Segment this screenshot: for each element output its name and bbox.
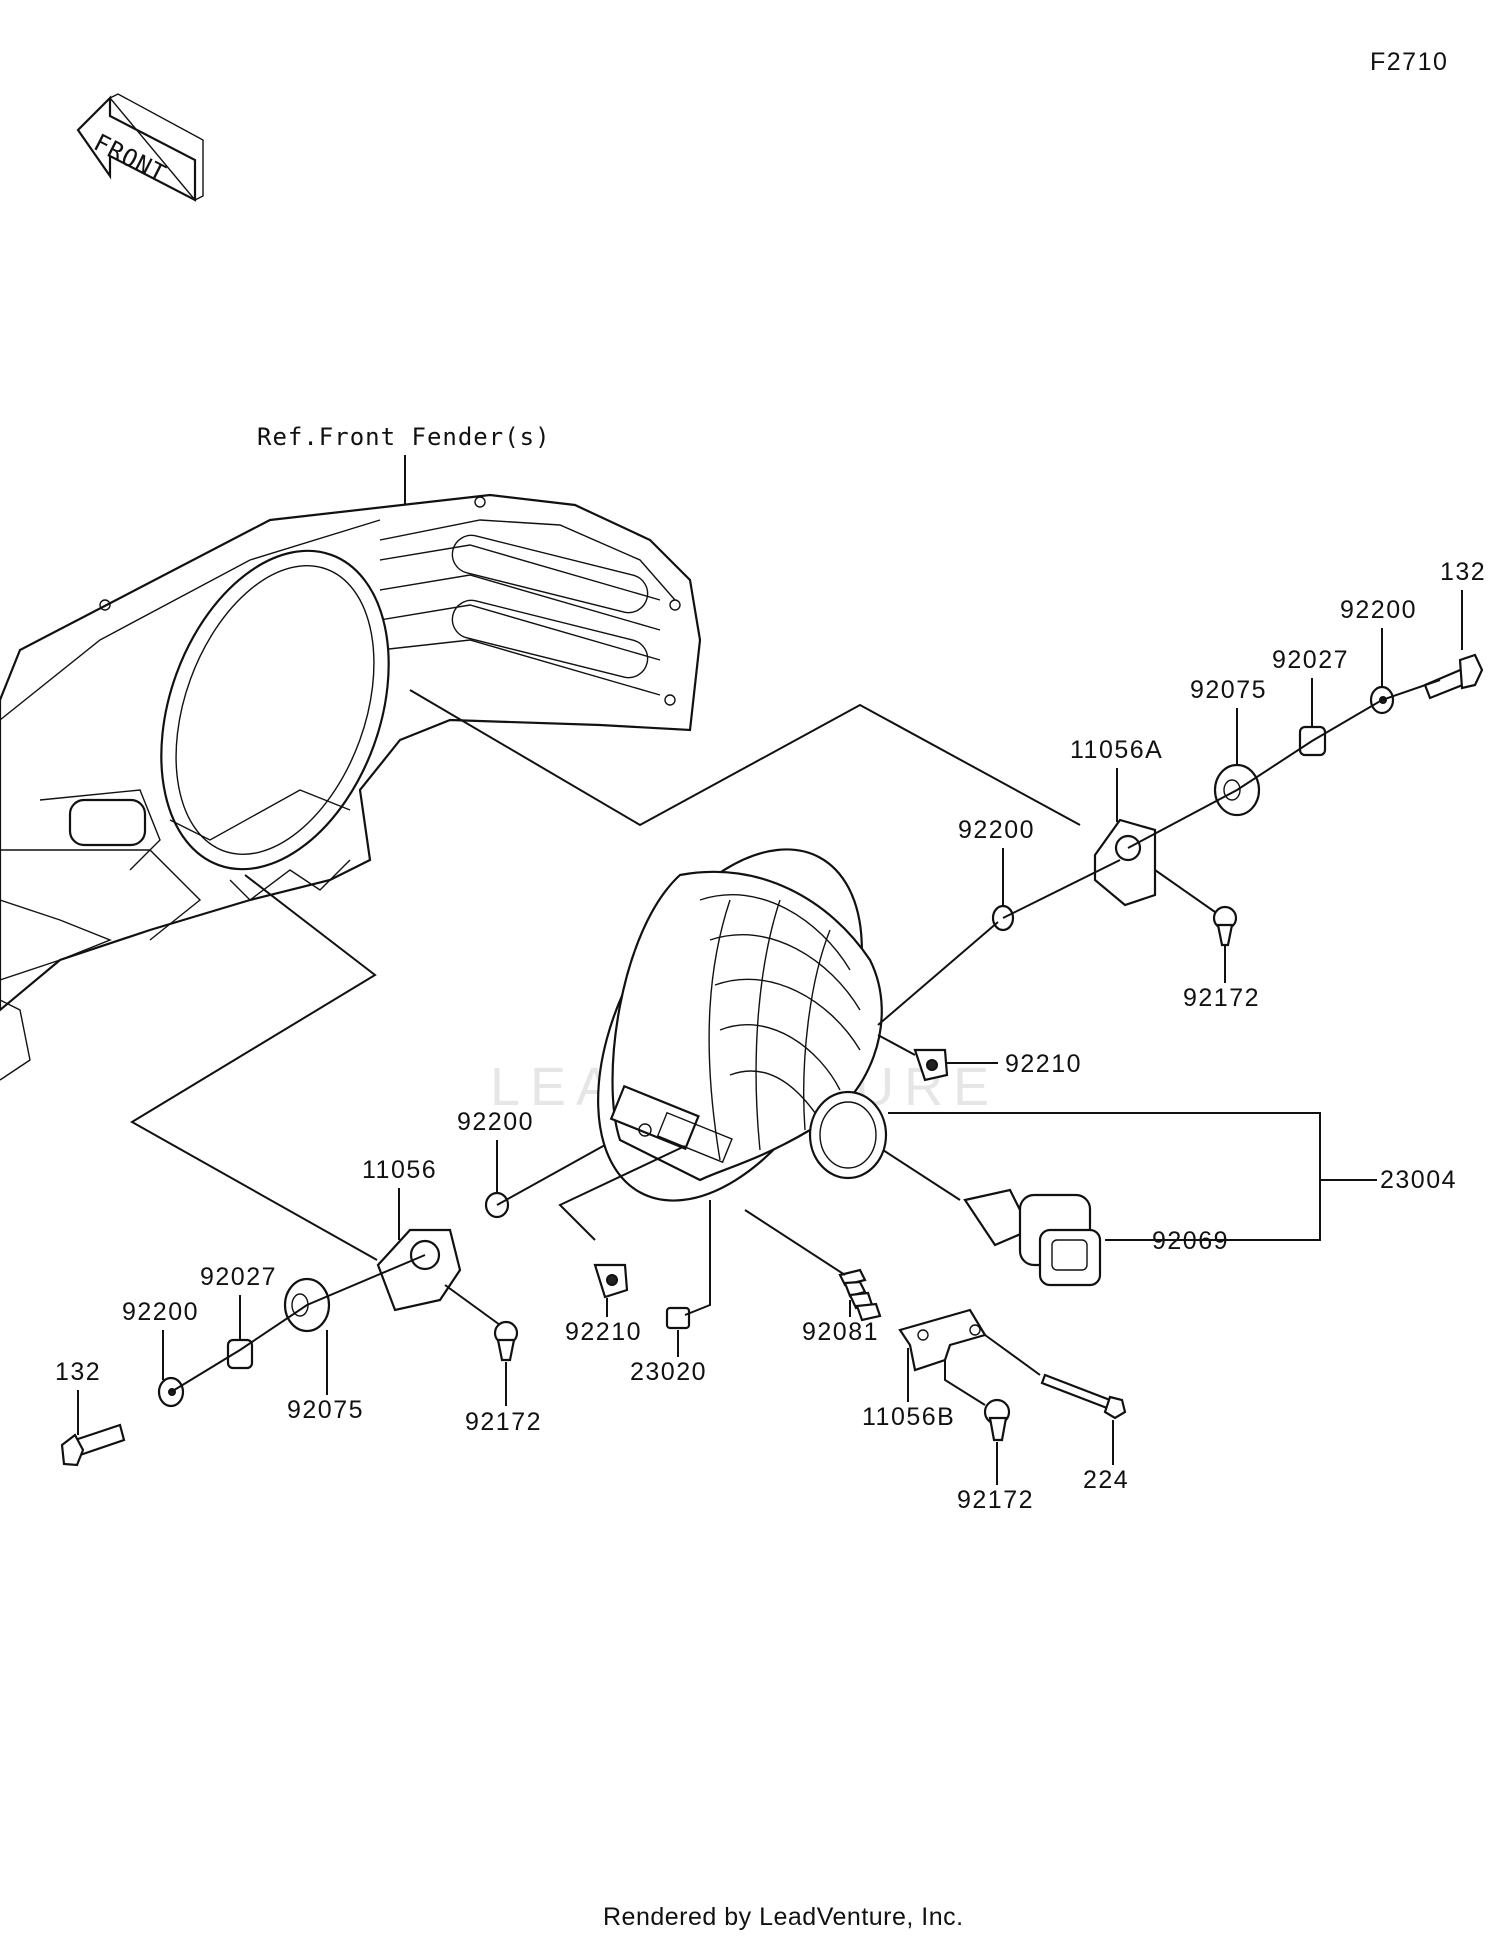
part-label-11056A: 11056A [1070,736,1163,764]
part-label-92075-right: 92075 [1190,676,1267,704]
front-fender-housing [0,493,702,1081]
part-label-92172-left: 92172 [465,1408,542,1436]
left-mount-hardware [60,1144,711,1467]
front-arrow-icon: FRONT [76,93,204,202]
part-label-92172-right: 92172 [1183,984,1260,1012]
bottom-mount-hardware [744,1209,1127,1442]
part-label-92069: 92069 [1152,1227,1229,1255]
part-label-92081: 92081 [802,1318,879,1346]
part-label-92075-left: 92075 [287,1396,364,1424]
part-label-92200-left-outer: 92200 [122,1298,199,1326]
right-mount-hardware [877,653,1484,1082]
assembly-leader-lower [130,874,378,1261]
part-label-23020: 23020 [630,1358,707,1386]
part-label-92210-right: 92210 [1005,1050,1082,1078]
footer-credit: Rendered by LeadVenture, Inc. [603,1903,964,1931]
part-label-11056B: 11056B [862,1403,955,1431]
part-label-92200-right-inner: 92200 [958,816,1035,844]
diagram-code: F2710 [1370,48,1448,76]
reference-label: Ref.Front Fender(s) [257,423,551,451]
part-label-92200-left-inner: 92200 [457,1108,534,1136]
part-label-92027-right: 92027 [1272,646,1349,674]
part-label-92027-left: 92027 [200,1263,277,1291]
part-label-92172-bottom: 92172 [957,1486,1034,1514]
part-label-132-left: 132 [55,1358,101,1386]
headlight-assembly [597,848,888,1202]
part-label-92210-left: 92210 [565,1318,642,1346]
part-label-92200-right-outer: 92200 [1340,596,1417,624]
part-label-23004: 23004 [1380,1166,1457,1194]
part-label-132-right: 132 [1440,558,1486,586]
part-label-11056: 11056 [362,1156,437,1184]
headlight-bulb [882,1149,1102,1287]
assembly-leader-upper [409,689,1081,827]
assembly-23004-bracket [888,1112,1321,1241]
part-label-224: 224 [1083,1466,1129,1494]
